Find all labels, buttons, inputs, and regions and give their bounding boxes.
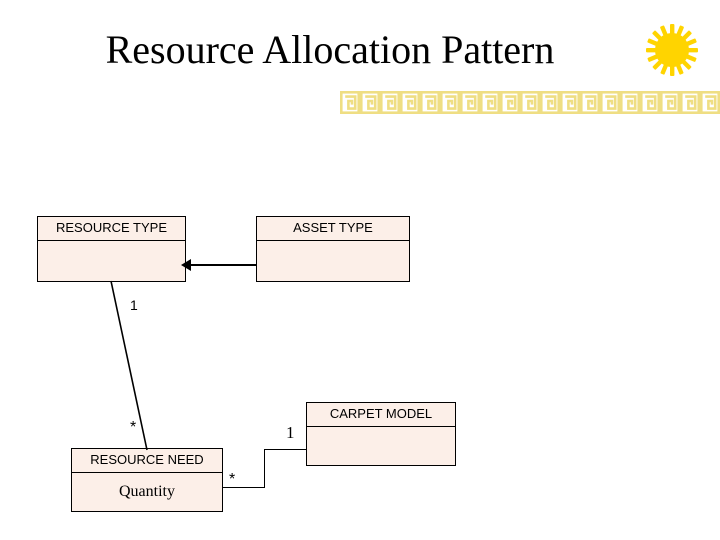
- class-attributes-resource-type: [38, 241, 185, 251]
- class-box-carpet-model[interactable]: CARPET MODEL: [306, 402, 456, 466]
- class-attribute-quantity: Quantity: [119, 483, 175, 500]
- association-line-resource-type-to-need: [100, 275, 170, 460]
- multiplicity-label-resource-need-right: *: [229, 471, 236, 488]
- multiplicity-label-resource-type: 1: [130, 297, 138, 313]
- association-line-need-to-carpet-segment-3: [264, 449, 307, 450]
- class-box-resource-need[interactable]: RESOURCE NEED Quantity: [71, 448, 223, 512]
- class-name-resource-need: RESOURCE NEED: [72, 449, 222, 473]
- association-line-asset-to-resource: [186, 264, 256, 266]
- class-attributes-carpet-model: [307, 427, 455, 437]
- arrowhead-icon: [181, 259, 191, 271]
- page-title: Resource Allocation Pattern: [105, 27, 555, 72]
- multiplicity-label-resource-need-upper: *: [130, 419, 137, 436]
- class-name-asset-type: ASSET TYPE: [257, 217, 409, 241]
- class-attributes-asset-type: [257, 241, 409, 251]
- association-line-need-to-carpet-segment-2: [264, 449, 265, 488]
- multiplicity-label-carpet-model: 1: [286, 423, 295, 442]
- class-name-resource-type: RESOURCE TYPE: [38, 217, 185, 241]
- class-name-carpet-model: CARPET MODEL: [307, 403, 455, 427]
- association-line-need-to-carpet-segment-1: [223, 487, 265, 488]
- greek-key-border: [340, 91, 720, 114]
- class-box-asset-type[interactable]: ASSET TYPE: [256, 216, 410, 282]
- class-box-resource-type[interactable]: RESOURCE TYPE: [37, 216, 186, 282]
- sun-starburst-icon: [645, 23, 699, 77]
